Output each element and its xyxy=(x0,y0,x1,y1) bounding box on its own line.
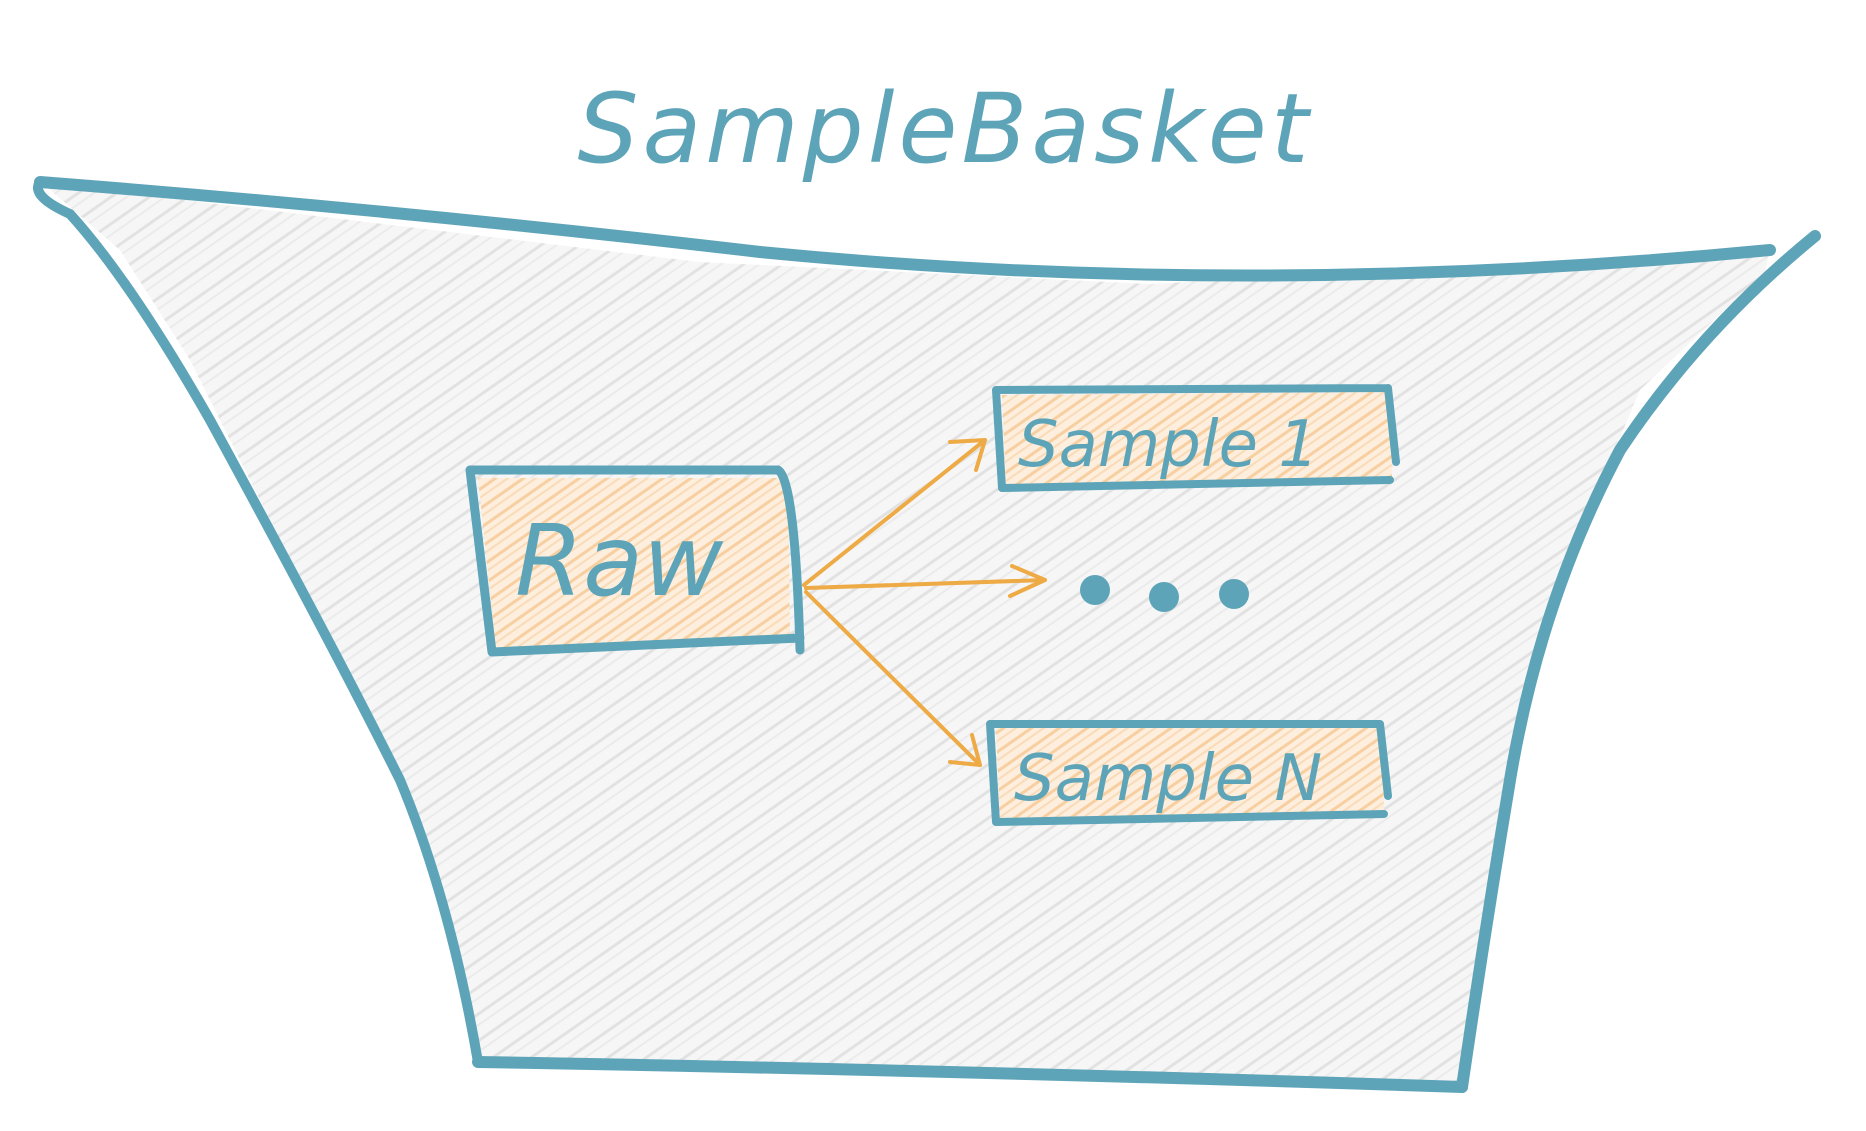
sample-1-label: Sample 1 xyxy=(1018,408,1319,482)
raw-label: Raw xyxy=(515,505,724,619)
basket-bottom xyxy=(472,1056,1468,1093)
diagram-title: SampleBasket xyxy=(578,73,1313,185)
basket-fill xyxy=(42,183,1770,1087)
sample-node-1: Sample 1 xyxy=(992,384,1400,492)
sample-1-box-fill xyxy=(1002,392,1392,485)
sample-n-box-fill xyxy=(996,727,1384,820)
ellipsis xyxy=(1080,575,1249,612)
sample-n-label: Sample N xyxy=(1014,742,1322,816)
basket-right-side xyxy=(1456,230,1821,1093)
basket-rim xyxy=(34,176,1776,282)
basket-left-side xyxy=(33,177,483,1067)
arrows xyxy=(802,438,1047,767)
ellipsis-dot xyxy=(1149,582,1179,612)
ellipsis-dot xyxy=(1219,579,1249,609)
raw-box-outline xyxy=(465,465,805,657)
arrow-to-ellipsis xyxy=(804,564,1047,598)
basket xyxy=(33,176,1821,1093)
sample-n-box-outline xyxy=(986,720,1392,826)
raw-box-fill xyxy=(478,478,790,650)
arrow-to-sample-n xyxy=(804,590,982,767)
arrow-to-sample-1 xyxy=(802,438,987,587)
ellipsis-dot xyxy=(1080,575,1110,605)
sample-node-n: Sample N xyxy=(986,720,1392,826)
raw-node: Raw xyxy=(465,465,805,657)
sample-1-box-outline xyxy=(992,384,1400,492)
